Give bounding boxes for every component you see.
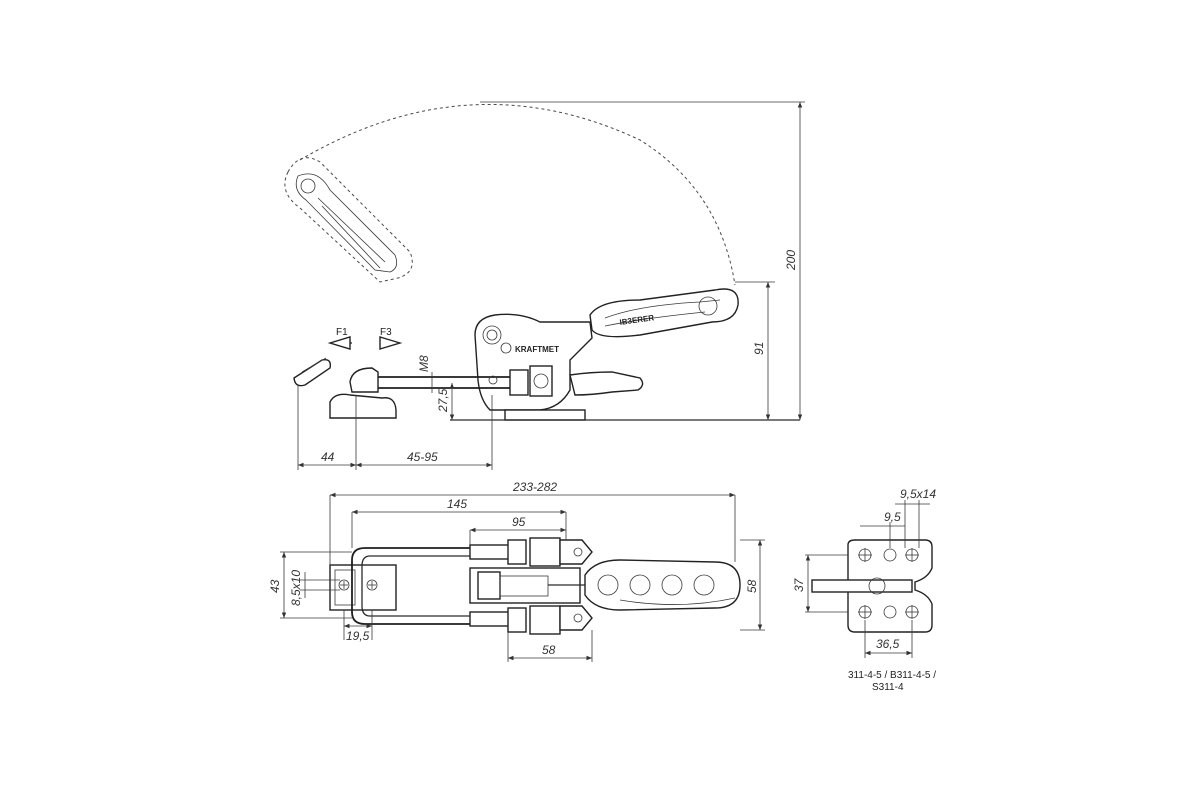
handle-closed-position: IB3ERER	[589, 288, 739, 338]
dim-27-5: 27,5	[436, 388, 450, 413]
dim-145: 145	[447, 497, 467, 511]
handle-swing-arc	[299, 103, 736, 286]
svg-text:F3: F3	[380, 327, 392, 338]
u-bar	[351, 547, 470, 625]
model-numbers-line1: 311-4-5 / B311-4-5 /	[848, 670, 936, 681]
dim-19-5: 19,5	[346, 629, 370, 643]
dim-43: 43	[268, 579, 282, 593]
dim-9-5: 9,5	[884, 510, 901, 524]
dim-36-5: 36,5	[876, 637, 900, 651]
svg-text:F1: F1	[336, 327, 348, 338]
clamp-body: KRAFTMET	[352, 313, 800, 421]
handle-top	[584, 559, 741, 611]
dim-44: 44	[321, 450, 335, 464]
hook-eye-block	[329, 564, 397, 611]
dim-45-95: 45-95	[407, 450, 438, 464]
dim-37: 37	[792, 577, 806, 592]
dim-8-5x10: 8,5x10	[289, 570, 303, 606]
force-f3: F3	[379, 327, 403, 350]
pin	[293, 357, 332, 387]
dim-9-5x14: 9,5x14	[900, 487, 936, 501]
top-view: 233-282 145 95 43 8,5x10 19,5 58 58	[268, 480, 765, 662]
dim-58-length: 58	[542, 643, 556, 657]
handle-open-position	[284, 157, 413, 283]
force-f1: F1	[327, 327, 352, 350]
dim-95: 95	[512, 515, 526, 529]
side-view: IB3ERER KRAFTMET	[284, 101, 805, 470]
dim-233-282: 233-282	[512, 480, 557, 494]
dim-200: 200	[784, 250, 798, 271]
brand-label: KRAFTMET	[515, 345, 559, 354]
dim-91: 91	[752, 342, 766, 355]
model-numbers-line2: S311-4	[872, 682, 904, 693]
dim-58-width: 58	[745, 579, 759, 593]
base-view: 9,5x14 9,5 37 36,5 311-4-5 / B311-4-5 / …	[792, 487, 936, 693]
hook-anchor	[329, 367, 397, 419]
dim-m8: M8	[417, 355, 431, 372]
